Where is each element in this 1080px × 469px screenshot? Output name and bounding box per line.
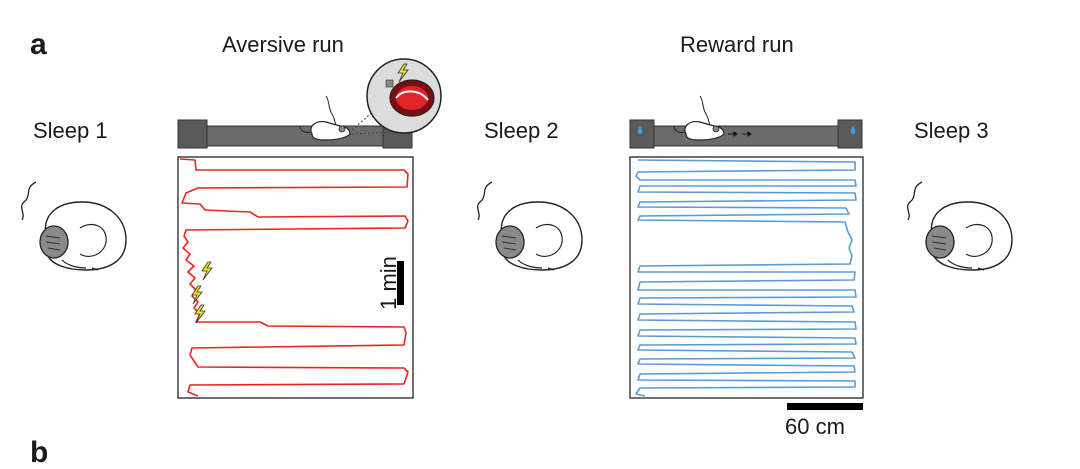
sleep-1-label: Sleep 1 [33,118,108,143]
time-scale-bar [397,261,404,305]
sleep-2-label: Sleep 2 [484,118,559,143]
direction-arrows-icon [728,131,752,137]
water-drop-icon [637,126,643,134]
time-scale-label: 1 min [376,256,401,310]
water-drop-icon [850,126,856,134]
distance-scale-bar [787,403,863,410]
aversive-linear-track [177,119,413,149]
panel-letter: a [30,28,47,61]
magnified-mouse-shock-icon [366,58,442,134]
sleeping-mouse-icon [476,181,583,271]
sleeping-mouse-icon [20,181,127,271]
sleeping-mouse-icon [906,181,1013,271]
aversive-run-title: Aversive run [222,32,344,57]
aversive-trajectory [179,158,409,397]
sleep-3-label: Sleep 3 [914,118,989,143]
reward-run-title: Reward run [680,32,794,57]
distance-scale-label: 60 cm [785,414,845,439]
reward-trajectory [635,159,857,397]
aversive-trajectory-frame [177,156,414,399]
